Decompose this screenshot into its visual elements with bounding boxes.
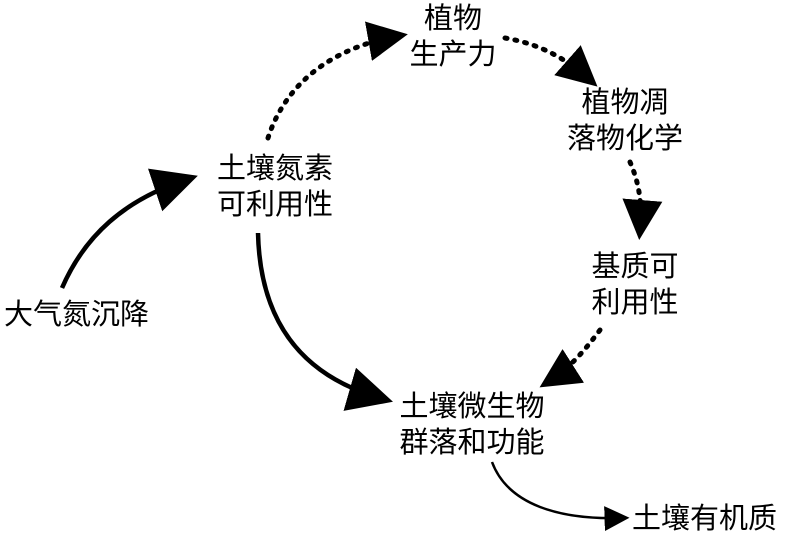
node-litter-chemistry-line2: 落物化学 (566, 121, 683, 155)
arrow-microbial-to-soil-organic (490, 461, 630, 532)
arrow-deposition-to-soil-n (59, 168, 198, 289)
node-litter-chemistry: 植物凋 落物化学 (550, 84, 700, 156)
arrow-soil-n-to-microbial (255, 232, 393, 411)
node-plant-productivity-line1: 植物 (423, 1, 482, 35)
arrow-plant-productivity-to-litter (502, 35, 598, 87)
node-deposition-line1: 大气氮沉降 (4, 297, 150, 331)
node-soil-n-availability: 土壤氮素 可利用性 (200, 150, 350, 222)
node-soil-n-line2: 可利用性 (216, 187, 333, 221)
node-substrate-line2: 利用性 (591, 285, 679, 319)
node-soil-n-line1: 土壤氮素 (216, 151, 333, 185)
arrow-soil-n-to-plant-productivity (265, 21, 408, 141)
node-substrate-line1: 基质可 (591, 249, 679, 283)
arrow-litter-to-substrate (622, 159, 663, 240)
node-plant-productivity: 植物 生产力 (398, 0, 508, 72)
node-litter-chemistry-line1: 植物凋 (581, 85, 669, 119)
node-microbial-line1: 土壤微生物 (399, 389, 545, 423)
node-microbial-community: 土壤微生物 群落和功能 (382, 388, 562, 460)
arrow-substrate-to-microbial (539, 327, 603, 388)
node-soil-organic-matter: 土壤有机质 (632, 500, 777, 536)
node-plant-productivity-line2: 生产力 (409, 37, 497, 71)
node-microbial-line2: 群落和功能 (399, 425, 545, 459)
node-soil-organic-line1: 土壤有机质 (632, 501, 778, 535)
node-substrate-availability: 基质可 利用性 (580, 248, 690, 320)
node-atmospheric-n-deposition: 大气氮沉降 (4, 296, 149, 332)
